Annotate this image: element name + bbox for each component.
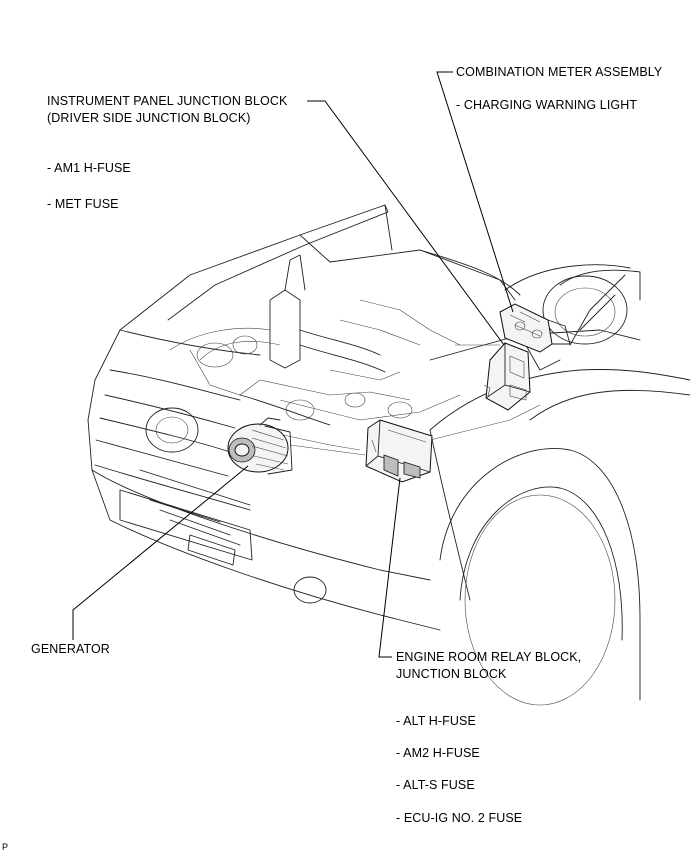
leader-engine-room: [378, 477, 401, 658]
label-met-fuse: - MET FUSE: [47, 197, 119, 211]
label-generator: GENERATOR: [31, 642, 110, 656]
leader-ip-junction: [307, 100, 505, 346]
leader-combination-meter: [436, 71, 514, 313]
label-junction-block: JUNCTION BLOCK: [396, 667, 507, 681]
leader-lines: [72, 71, 514, 658]
label-combination-meter: COMBINATION METER ASSEMBLY: [456, 65, 663, 79]
instrument-panel-junction-block: [483, 342, 531, 411]
corner-mark: P: [2, 842, 9, 852]
label-alt-fuse: - ALT H-FUSE: [396, 714, 476, 728]
label-engine-room-relay-block: ENGINE ROOM RELAY BLOCK,: [396, 650, 582, 664]
label-charging-warning-light: - CHARGING WARNING LIGHT: [456, 98, 638, 112]
generator-component: [227, 417, 293, 475]
engine-room-relay-block: [365, 419, 433, 483]
label-am2-fuse: - AM2 H-FUSE: [396, 746, 480, 760]
leader-generator: [72, 465, 249, 640]
label-alts-fuse: - ALT-S FUSE: [396, 778, 475, 792]
label-driver-side-junction-block: (DRIVER SIDE JUNCTION BLOCK): [47, 111, 251, 125]
vehicle-illustration: [87, 204, 690, 706]
label-ip-junction-block: INSTRUMENT PANEL JUNCTION BLOCK: [47, 94, 288, 108]
label-ecu-ig-fuse: - ECU-IG NO. 2 FUSE: [396, 811, 523, 825]
label-am1-fuse: - AM1 H-FUSE: [47, 161, 131, 175]
combination-meter-assembly: [499, 303, 571, 353]
